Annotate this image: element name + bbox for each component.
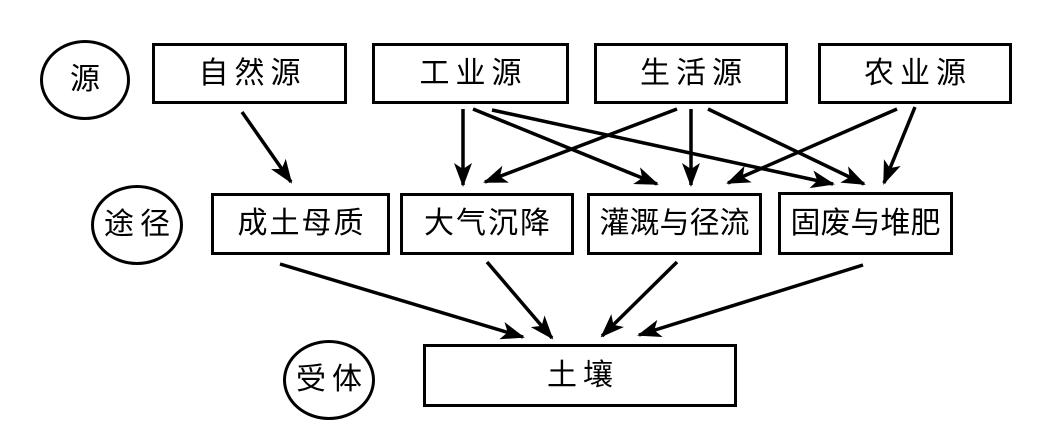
arrow-industrial-source-to-irrigation-runoff [472, 107, 659, 186]
node-domestic-source: 生活源 [594, 43, 788, 104]
node-label: 大气沉降 [424, 207, 552, 240]
arrow-natural-source-to-soil-parent-material [240, 110, 293, 184]
node-label: 源 [70, 63, 106, 96]
arrow-domestic-source-to-solid-waste-compost [707, 107, 866, 186]
node-label: 土壤 [547, 358, 619, 392]
node-label: 生活源 [640, 56, 748, 90]
node-label: 固废与堆肥 [790, 206, 941, 240]
node-irrigation-runoff: 灌溉与径流 [587, 193, 762, 255]
arrow-agricultural-source-to-irrigation-runoff [726, 107, 898, 185]
node-soil: 土壤 [423, 344, 737, 407]
node-receptor-circle: 受体 [283, 340, 375, 420]
node-natural-source: 自然源 [152, 43, 347, 104]
node-pathway-circle: 途径 [91, 185, 183, 265]
arrow-domestic-source-to-atmospheric-deposition [483, 107, 678, 184]
node-agricultural-source: 农业源 [818, 43, 1012, 104]
node-atmospheric-deposition: 大气沉降 [400, 193, 574, 255]
node-label: 途径 [104, 208, 176, 241]
node-solid-waste-compost: 固废与堆肥 [778, 192, 953, 255]
arrow-agricultural-source-to-solid-waste-compost [882, 106, 917, 185]
node-label: 工业源 [419, 56, 528, 90]
arrow-solid-waste-compost-to-soil [637, 263, 864, 338]
node-label: 成土母质 [237, 207, 366, 240]
node-soil-parent-material: 成土母质 [211, 193, 390, 255]
arrow-soil-parent-material-to-soil [279, 262, 525, 340]
node-label: 农业源 [864, 56, 972, 90]
node-source-circle: 源 [40, 40, 130, 120]
arrow-industrial-source-to-solid-waste-compost [491, 108, 835, 189]
node-industrial-source: 工业源 [372, 43, 569, 104]
arrow-irrigation-runoff-to-soil [600, 260, 679, 338]
node-label: 受体 [296, 363, 368, 396]
node-label: 灌溉与径流 [599, 207, 750, 240]
node-label: 自然源 [198, 56, 307, 90]
arrow-atmospheric-deposition-to-soil [485, 260, 554, 340]
